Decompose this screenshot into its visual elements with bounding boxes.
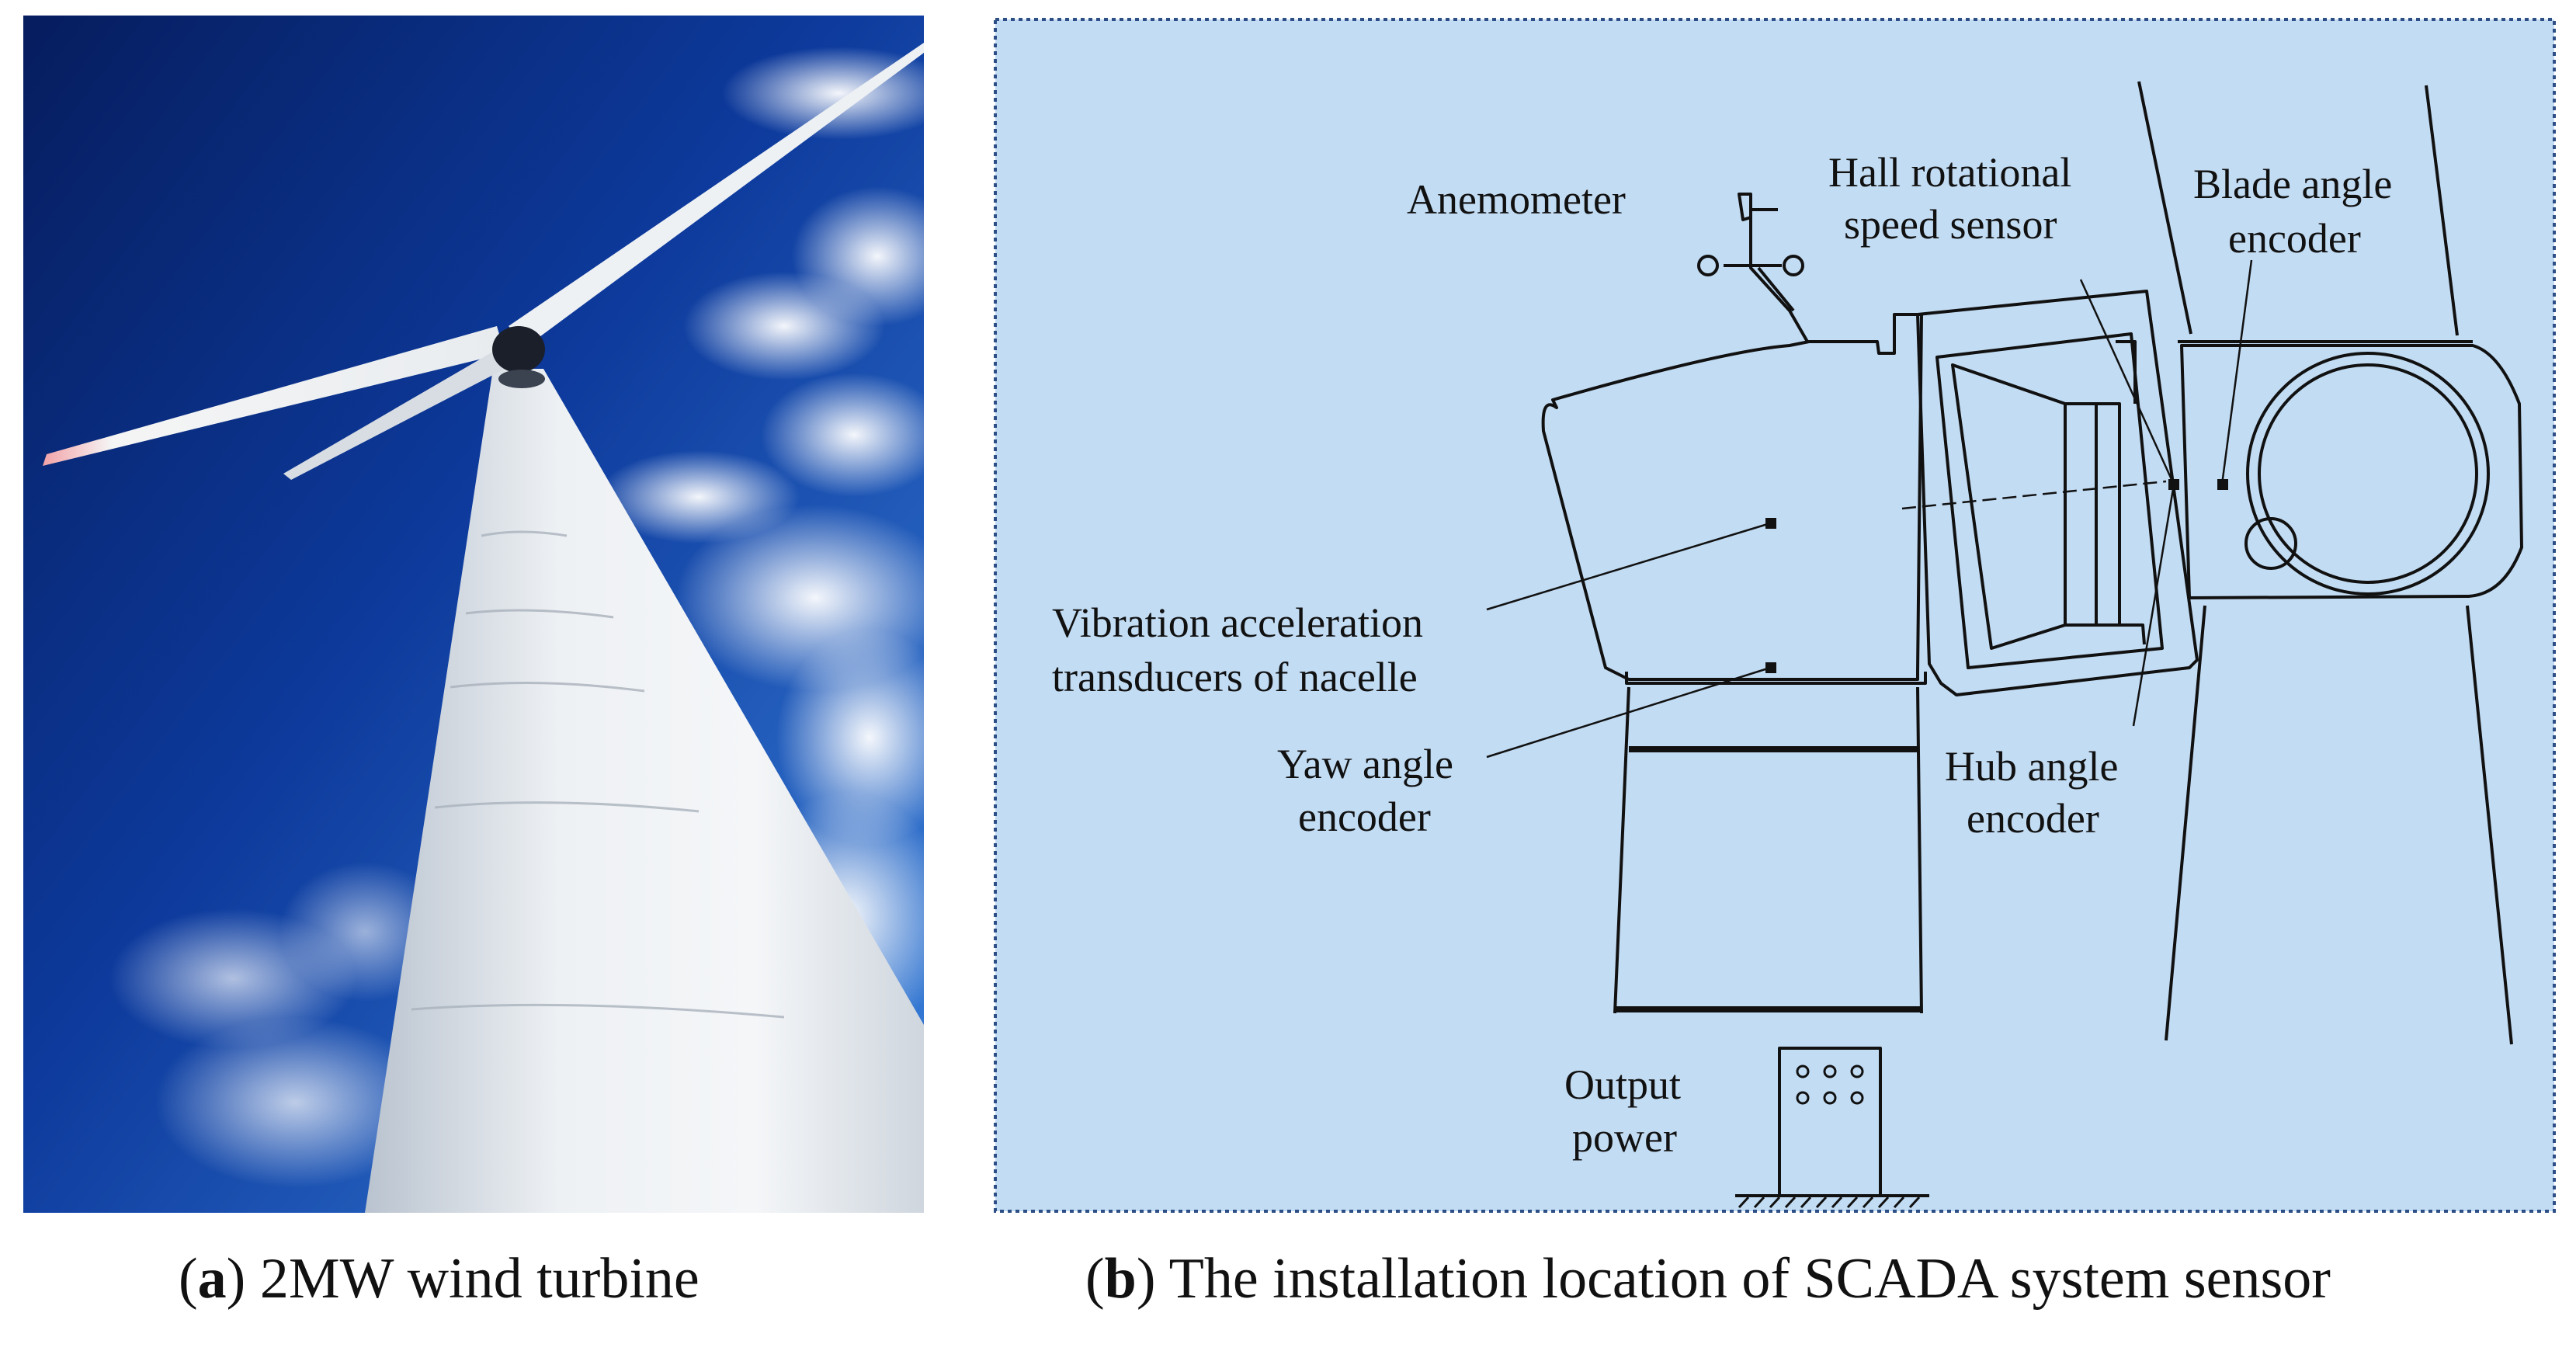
blade-upper-right <box>2425 85 2459 336</box>
diagram-tower <box>1613 686 1923 1014</box>
label-blade-line2: encoder <box>2228 215 2361 262</box>
wind-turbine-photo <box>23 16 963 1213</box>
label-output-line1: Output <box>1564 1061 1681 1108</box>
label-yaw-line1: Yaw angle <box>1277 741 1453 787</box>
caption-a-letter: a <box>197 1247 227 1311</box>
caption-a-text: 2MW wind turbine <box>259 1247 700 1311</box>
hub-inner-circle <box>2244 517 2297 570</box>
label-blade-line1: Blade angle <box>2193 161 2392 207</box>
caption-b-text: The installation location of SCADA syste… <box>1168 1247 2331 1311</box>
caption-panel-a: (a) 2MW wind turbine <box>179 1247 700 1311</box>
anemometer-mast <box>1749 194 1809 342</box>
label-vibration-line1: Vibration acceleration <box>1052 599 1423 646</box>
label-hall-line1: Hall rotational <box>1828 149 2071 196</box>
caption-b-letter: b <box>1104 1247 1137 1311</box>
label-hub-line1: Hub angle <box>1945 743 2118 790</box>
diagram-frame <box>994 18 2556 1213</box>
blade-bearing <box>2246 352 2490 596</box>
label-vibration-line2: transducers of nacelle <box>1052 654 1418 700</box>
blade-lower-left <box>2165 605 2206 1041</box>
hub-housing <box>1916 290 2199 696</box>
tower <box>365 369 924 1213</box>
label-output-line2: power <box>1572 1114 1677 1161</box>
label-anemometer: Anemometer <box>1407 176 1626 223</box>
blade-right <box>509 43 924 346</box>
nacelle <box>1541 313 1923 681</box>
blade-root-flange <box>2180 344 2523 599</box>
caption-panel-b: (b) The installation location of SCADA s… <box>1085 1247 2331 1311</box>
vibration-sensor-marker <box>1765 518 1776 529</box>
blade-lower <box>283 349 512 480</box>
label-hall-line2: speed sensor <box>1844 201 2057 248</box>
clouds <box>109 47 963 1188</box>
blade-lower-right <box>2466 605 2513 1045</box>
sensor-installation-diagram: Anemometer Hall rotational speed sensor … <box>994 18 2556 1213</box>
label-yaw-line2: encoder <box>1298 794 1431 840</box>
yaw-encoder-marker <box>1765 662 1776 673</box>
blade-left <box>43 326 505 466</box>
blade-upper-left <box>2137 81 2192 335</box>
hub <box>492 326 545 373</box>
nacelle-base <box>1625 672 1927 685</box>
label-hub-line2: encoder <box>1967 795 2099 842</box>
